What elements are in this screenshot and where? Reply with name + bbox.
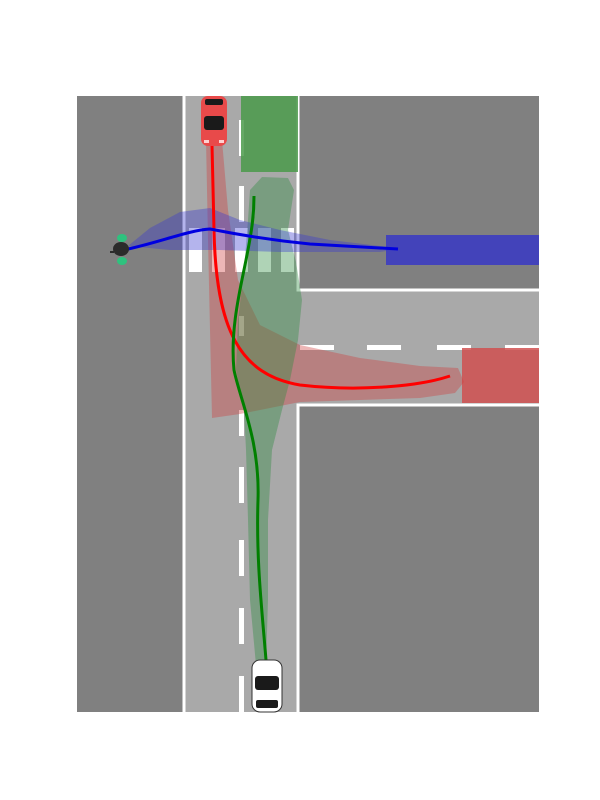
red-car — [201, 96, 227, 146]
blue-uncertainty-region — [128, 208, 398, 252]
red-car-rear-window — [205, 99, 223, 105]
green-goal-region — [241, 96, 298, 172]
white-car — [251, 659, 283, 713]
red-car-headlight-left — [204, 140, 209, 143]
right-road-edge-south — [296, 403, 539, 712]
blue-trajectory — [127, 227, 399, 251]
red-goal-region — [462, 348, 539, 403]
blue-goal-region — [386, 235, 539, 265]
pedestrian-arm-top — [117, 234, 127, 242]
pedestrian — [110, 234, 129, 265]
green-uncertainty-region — [236, 177, 302, 665]
pedestrian-arm-bottom — [117, 257, 127, 265]
red-car-windshield — [204, 116, 224, 130]
green-trajectory — [231, 195, 268, 661]
red-uncertainty-region — [206, 140, 464, 418]
red-car-headlight-right — [219, 140, 224, 143]
pedestrian-body — [113, 242, 129, 256]
red-trajectory — [210, 144, 451, 390]
horizontal-lane-dashes — [300, 345, 539, 350]
white-car-windshield — [255, 676, 279, 690]
white-car-rear-window — [256, 700, 278, 708]
vertical-lane-dashes — [239, 120, 244, 712]
